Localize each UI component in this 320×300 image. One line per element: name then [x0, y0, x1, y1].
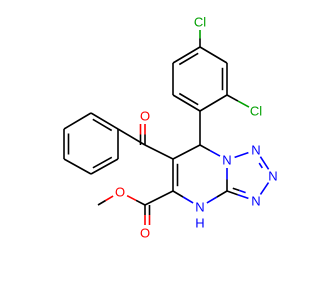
single-bond — [135, 199, 146, 206]
single-bond — [199, 46, 228, 64]
ester-carbonyl-oxygen-label: O — [140, 226, 150, 241]
molecule-structure-diagram: Cl Cl O O O N N N N N H — [63, 15, 278, 241]
tetrazole-nitrogen-label-1: N — [222, 153, 231, 168]
single-bond — [172, 144, 201, 160]
double-bond-inner — [238, 189, 246, 194]
double-bond — [172, 46, 201, 64]
single-bond — [172, 190, 184, 198]
bond-layer — [63, 30, 270, 225]
ring-nh-hydrogen-label: H — [195, 216, 204, 231]
tetrazole-nitrogen-label-2: N — [251, 143, 260, 158]
ester-ether-oxygen-label: O — [115, 185, 125, 200]
double-bond-inner — [178, 92, 199, 106]
double-bond — [90, 112, 119, 130]
single-bond — [63, 112, 92, 130]
double-bond-inner — [92, 156, 113, 169]
single-bond — [226, 94, 239, 102]
ketone-oxygen-label: O — [140, 109, 150, 124]
single-bond — [117, 128, 146, 146]
single-bond — [209, 149, 221, 157]
double-bond — [172, 94, 201, 112]
single-bond — [234, 151, 249, 159]
tetrazole-nitrogen-label-4: N — [251, 194, 260, 209]
single-bond — [237, 100, 250, 108]
single-bond — [144, 190, 174, 206]
double-bond — [226, 190, 238, 196]
single-bond — [216, 190, 228, 198]
single-bond — [199, 144, 211, 152]
double-bond — [237, 193, 249, 200]
single-bond — [126, 194, 137, 202]
double-bond-inner — [232, 187, 240, 192]
chlorine-atom-label-2: Cl — [250, 104, 262, 119]
double-bond-inner — [258, 162, 263, 169]
double-bond-inner — [92, 118, 113, 132]
single-bond — [206, 196, 218, 204]
single-bond — [105, 195, 114, 202]
double-bond-inner — [178, 52, 199, 66]
single-bond — [182, 196, 194, 204]
single-bond — [144, 144, 174, 160]
single-bond — [63, 158, 92, 175]
single-bond — [97, 199, 107, 206]
double-bond — [259, 156, 270, 170]
ring-nh-nitrogen-label: N — [195, 200, 204, 215]
single-bond — [199, 94, 228, 112]
atom-label-layer: Cl Cl O O O N N N N N H — [115, 15, 278, 241]
single-bond — [259, 182, 270, 195]
double-bond — [90, 158, 119, 175]
tetrazole-nitrogen-label-3: N — [268, 169, 277, 184]
chlorine-atom-label-1: Cl — [194, 15, 206, 30]
